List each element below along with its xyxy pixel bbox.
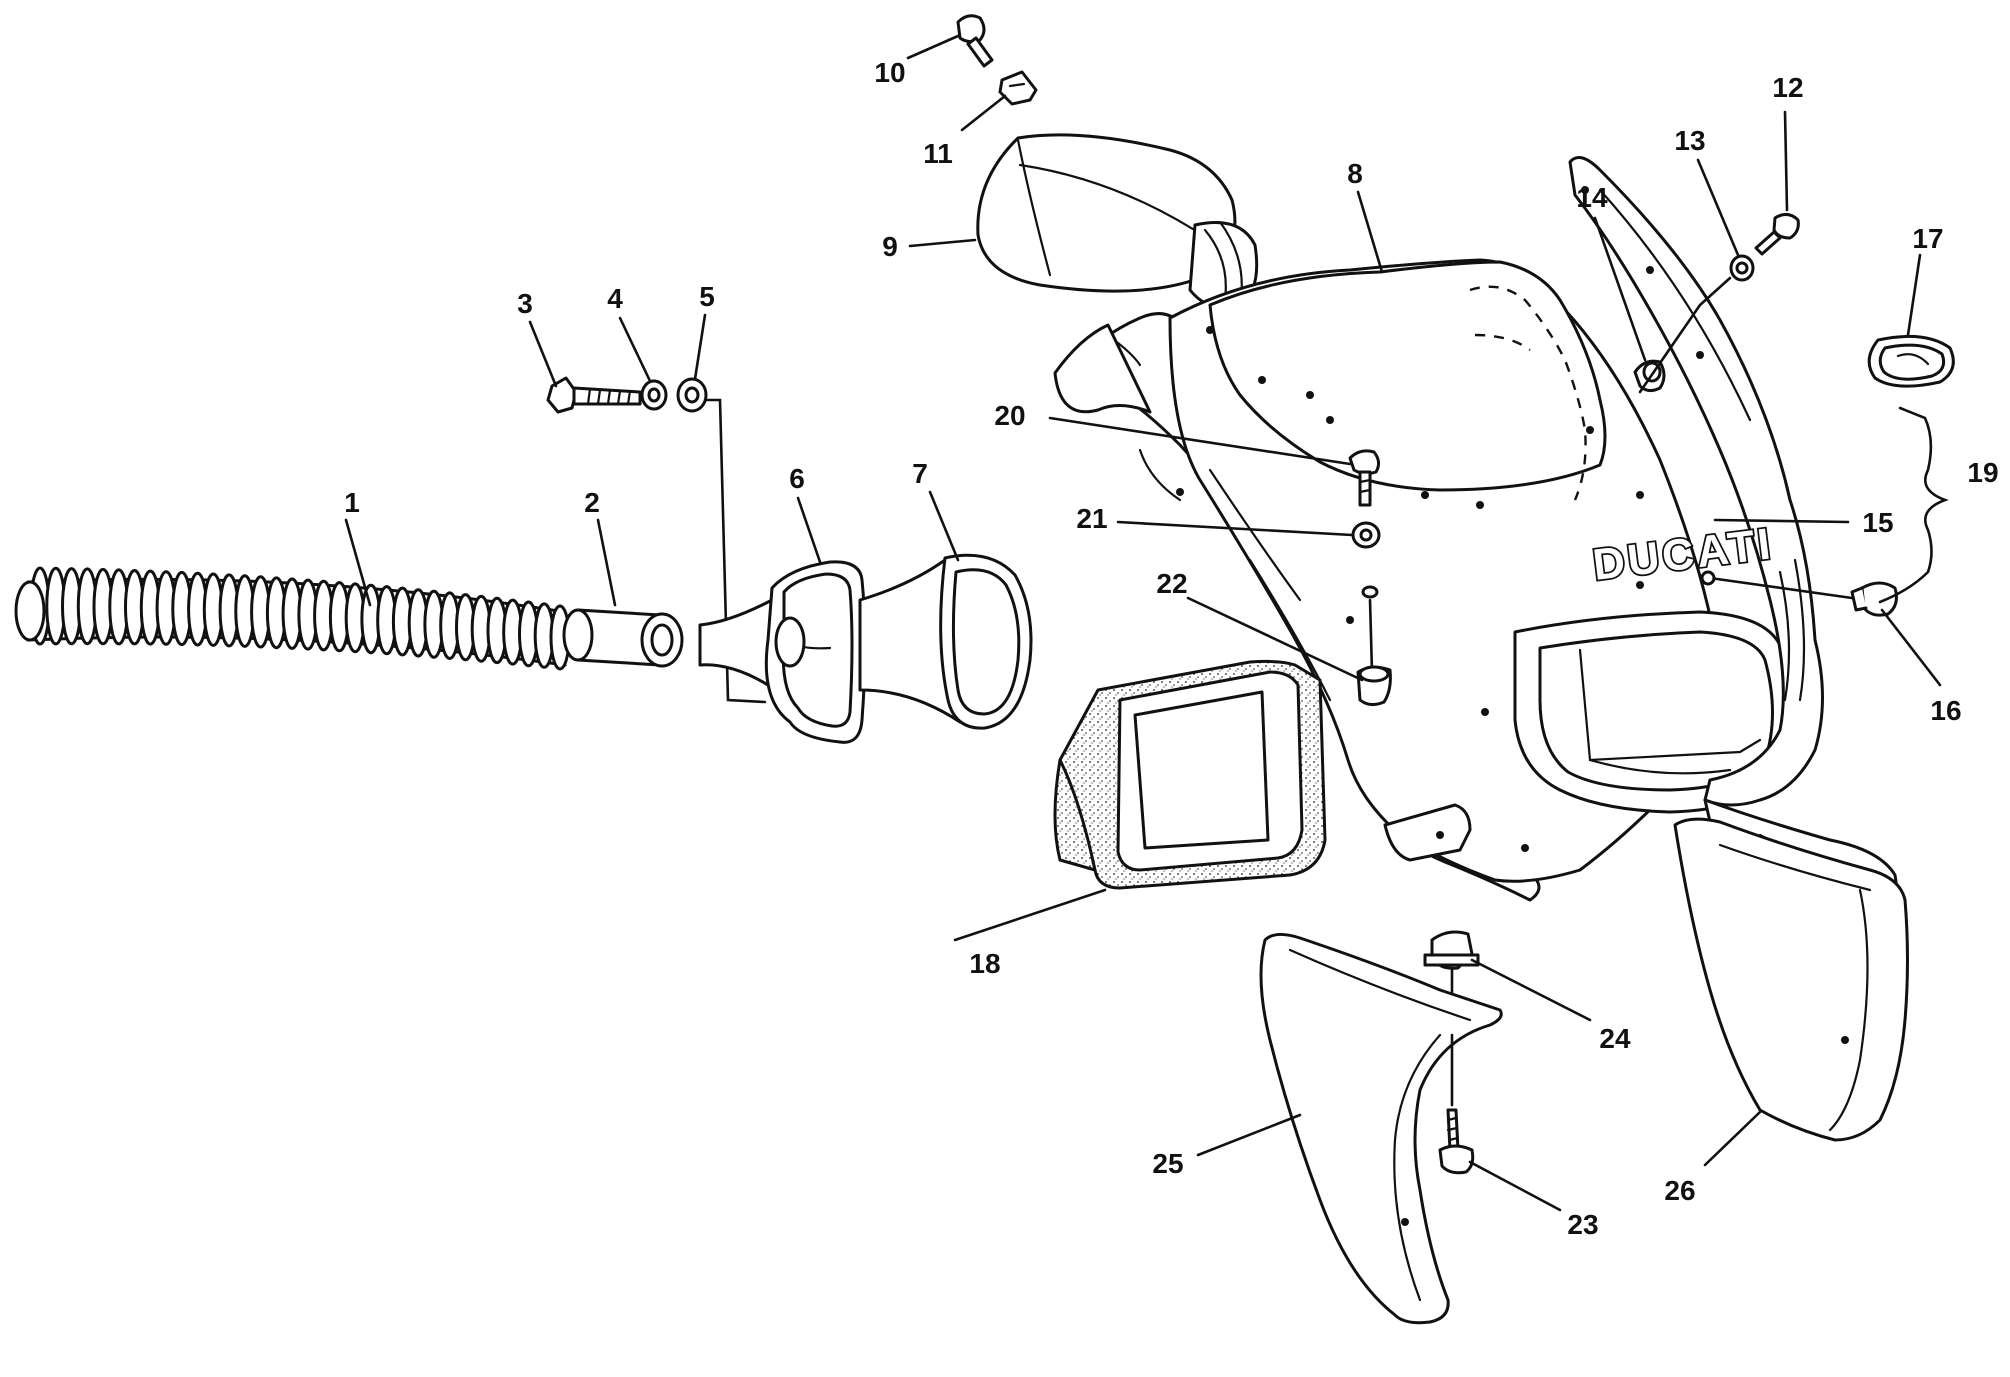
- part-23-screw: [1438, 1108, 1475, 1175]
- part-10-screw: [956, 14, 994, 68]
- mounting-hole: [1361, 585, 1379, 599]
- leader-12: [1783, 110, 1789, 212]
- part-12-screw: [1754, 213, 1800, 256]
- callout-14: 14: [1576, 182, 1608, 213]
- leader-13: [1696, 158, 1740, 257]
- part-5-washer: [676, 377, 708, 413]
- callout-1: 1: [344, 487, 360, 518]
- leader-11: [960, 94, 1007, 132]
- leader-17: [1906, 253, 1922, 337]
- part-2-hose-sleeve: [562, 608, 684, 668]
- assembly-line-12-14: [1638, 276, 1732, 394]
- callout-labels: 1 2 3 4 5 6 7 8 9 10 11 12 13 14 15 16 1…: [344, 57, 1998, 1240]
- callout-23: 23: [1567, 1209, 1598, 1240]
- callout-25: 25: [1152, 1148, 1183, 1179]
- callout-26: 26: [1664, 1175, 1695, 1206]
- part-7-bellmouth: [858, 553, 1033, 730]
- part-24-clip-nut: [1423, 930, 1480, 970]
- part-20-screw: [1348, 449, 1381, 507]
- leader-2: [596, 518, 617, 607]
- callout-12: 12: [1772, 72, 1803, 103]
- leader-18: [953, 888, 1107, 942]
- leader-15: [1713, 518, 1850, 524]
- leader-7: [928, 490, 960, 562]
- leader-24: [1470, 958, 1592, 1022]
- callout-18: 18: [969, 948, 1000, 979]
- callout-9: 9: [882, 231, 898, 262]
- leader-14: [1593, 216, 1647, 362]
- callout-17: 17: [1912, 223, 1943, 254]
- part-17-badge: [1867, 334, 1955, 388]
- bracket-19: [1878, 406, 1949, 604]
- part-11-clip-nut: [998, 70, 1038, 106]
- part-13-grommet: [1729, 254, 1755, 282]
- callout-2: 2: [584, 487, 600, 518]
- assembly-line-22: [1368, 598, 1374, 674]
- part-25-lower-panel: [1259, 933, 1503, 1325]
- part-26-lower-panel: [1673, 817, 1909, 1142]
- callout-16: 16: [1930, 695, 1961, 726]
- part-22-grommet: [1356, 665, 1392, 707]
- leader-8: [1356, 190, 1384, 274]
- mounting-hole: [1700, 570, 1716, 586]
- callout-3: 3: [517, 288, 533, 319]
- part-18-intake-duct: [1053, 659, 1327, 890]
- callout-21: 21: [1076, 503, 1107, 534]
- callout-6: 6: [789, 463, 805, 494]
- leader-1: [344, 518, 372, 607]
- leader-9: [908, 238, 977, 248]
- part-8-upper-fairing: [1053, 156, 1898, 924]
- leader-6: [796, 496, 822, 564]
- callout-22: 22: [1156, 568, 1187, 599]
- part-6-funnel-duct: [698, 560, 867, 744]
- leader-25: [1196, 1113, 1302, 1157]
- part-3-screw: [546, 376, 642, 414]
- leader-16: [1880, 608, 1942, 687]
- leader-21: [1116, 520, 1354, 537]
- callout-5: 5: [699, 281, 715, 312]
- callout-10: 10: [874, 57, 905, 88]
- assembly-line-5-6: [704, 398, 767, 704]
- callout-11: 11: [923, 138, 953, 169]
- leader-lines: [344, 34, 1942, 1212]
- leader-5: [693, 313, 707, 381]
- callout-7: 7: [912, 458, 928, 489]
- callout-13: 13: [1674, 125, 1705, 156]
- leader-23: [1468, 1160, 1562, 1212]
- leader-10: [906, 34, 960, 60]
- leader-26: [1703, 1110, 1762, 1167]
- part-4-washer: [640, 379, 668, 411]
- assembly-line-16: [1708, 576, 1854, 600]
- leader-3: [528, 320, 558, 388]
- part-16-plug: [1850, 581, 1898, 617]
- callout-19: 19: [1967, 457, 1998, 488]
- callout-4: 4: [607, 283, 623, 314]
- part-9-mirror: [976, 133, 1259, 310]
- callout-15: 15: [1862, 507, 1893, 538]
- callout-20: 20: [994, 400, 1025, 431]
- callout-24: 24: [1599, 1023, 1631, 1054]
- part-1-corrugated-hose: [14, 566, 571, 671]
- leader-20: [1048, 416, 1352, 466]
- leader-4: [618, 316, 652, 383]
- part-21-washer: [1351, 521, 1381, 549]
- callout-8: 8: [1347, 158, 1363, 189]
- leader-22: [1186, 596, 1364, 682]
